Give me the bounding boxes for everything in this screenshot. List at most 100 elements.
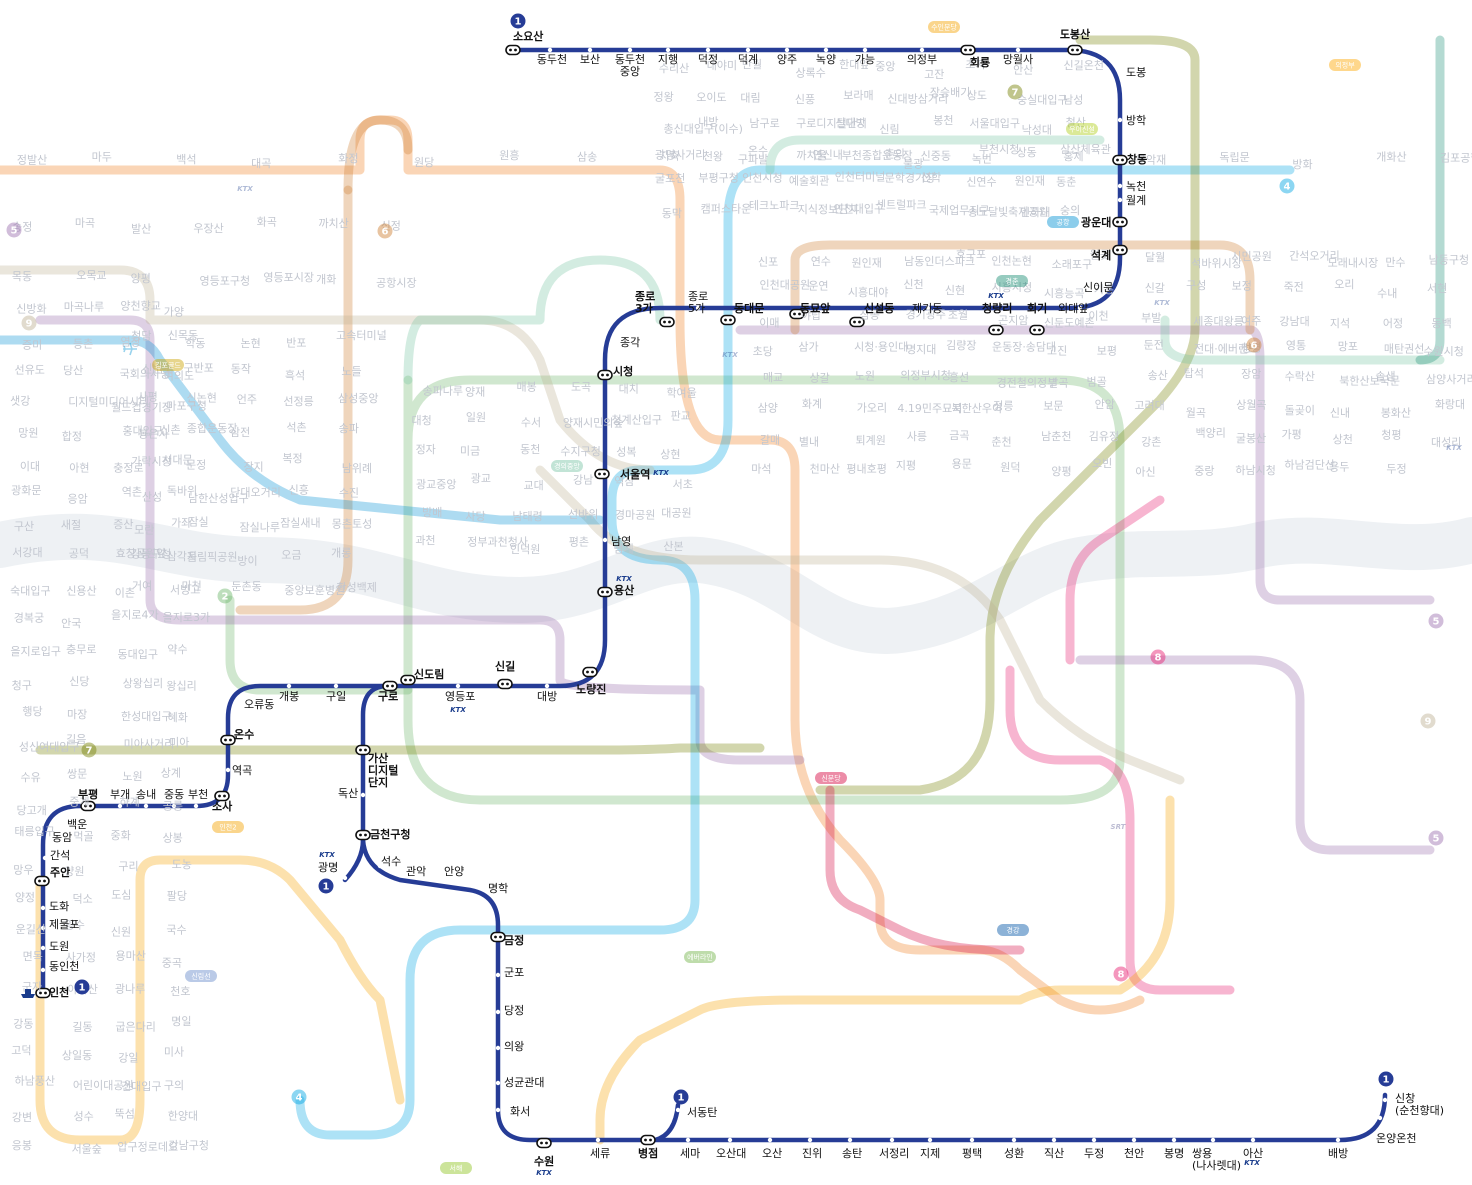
faded-station-label: 흑석	[285, 368, 305, 382]
faded-station-label: 신대방	[835, 116, 865, 129]
faded-station-label: 봉은사	[138, 428, 168, 441]
line-1-segment[interactable]	[342, 683, 391, 883]
line-1-segment[interactable]	[40, 47, 1123, 998]
station-label-part: 중앙	[620, 65, 640, 78]
small-line-badge	[1047, 216, 1079, 228]
station-label-line-1: 외대앞	[1058, 302, 1088, 315]
station-label-part: 오산대	[716, 1147, 746, 1160]
transfer-station-marker	[35, 987, 51, 999]
station-label-line-1: 망월사	[1003, 53, 1033, 66]
faded-station-label: 왕십리	[166, 680, 196, 693]
station-label-part: 역곡	[232, 764, 252, 777]
faded-station-label: 청구	[12, 679, 32, 692]
transfer-dot	[663, 320, 666, 324]
faded-station-label: 삼양사거리	[1426, 373, 1472, 386]
faded-station-label: 평내호평	[846, 462, 886, 475]
faded-station-label: 신풍	[795, 93, 815, 106]
station-label-line-1: 역곡	[232, 764, 252, 777]
faded-station-label: 장승배기	[930, 86, 970, 99]
faded-station-label: 총신대입구(이수)	[664, 123, 743, 136]
faded-station-label: 등촌	[73, 338, 93, 351]
station-label-part: 양주	[777, 53, 797, 66]
faded-station-label: 혜화	[168, 711, 188, 724]
faded-station-label: 오빈	[1092, 457, 1112, 470]
faded-station-label: 야탑	[801, 309, 821, 322]
faded-station-label: 양재	[465, 385, 485, 398]
faded-station-label: 문정	[186, 459, 206, 472]
faded-station-label: 독바위	[167, 485, 197, 498]
station-label-part: 5가	[688, 302, 705, 315]
station-marker	[862, 47, 868, 53]
faded-station-label: 명지대	[906, 343, 936, 356]
faded-station-label: 신용산	[66, 584, 96, 597]
station-marker	[495, 1045, 501, 1051]
station-label-line-1: 송내	[136, 788, 156, 801]
station-label-line-1: 동암	[52, 831, 72, 844]
transfer-dot	[606, 373, 609, 377]
faded-station-label: 강동	[13, 1017, 33, 1030]
faded-station-label: 천왕	[703, 149, 723, 163]
faded-station-label: 사평	[138, 391, 158, 404]
transfer-dot	[514, 48, 517, 52]
faded-station-label: 김포공항	[1440, 151, 1472, 164]
faded-station-label: 홍대입구	[123, 424, 163, 438]
faded-station-label: 신당	[69, 675, 89, 688]
small-line-badge	[440, 1162, 472, 1174]
faded-station-label: 선정릉	[283, 395, 313, 408]
transfer-dot	[964, 48, 967, 52]
faded-station-label: 삼산체육관	[1060, 143, 1111, 156]
station-label-part: 외대앞	[1058, 302, 1088, 315]
faded-station-label: 대치	[619, 382, 639, 395]
faded-station-label: 반월	[742, 58, 762, 71]
station-marker	[767, 1137, 773, 1143]
station-marker	[695, 305, 701, 311]
faded-station-label: 이촌	[115, 586, 135, 599]
faded-station-label: 북한산보국문	[1339, 375, 1400, 388]
small-line-badge	[212, 821, 244, 833]
faded-station-label: 내방	[698, 116, 718, 129]
station-marker	[377, 863, 383, 869]
faded-station-label: 선학	[921, 171, 941, 184]
faded-station-label: 증미	[22, 339, 42, 352]
station-label-part: 아산	[1243, 1147, 1263, 1160]
station-label-line-1: 도원	[49, 940, 69, 953]
line-1-segment[interactable]	[652, 1102, 681, 1143]
line-badges: 1111124455566778899김포골드경의중앙공항신분당경춘우이신설경강…	[6, 13, 1444, 1174]
station-marker	[455, 683, 461, 689]
faded-station-label: 청담	[131, 329, 151, 342]
station-label-line-1: 창동	[1127, 152, 1147, 166]
faded-route-suin	[595, 795, 1175, 1145]
ktx-marker: KTX	[1154, 299, 1170, 307]
faded-station-label: 초당	[753, 345, 773, 358]
station-label-line-1: 오산대	[716, 1147, 746, 1160]
faded-station-label: 성수	[73, 1110, 93, 1123]
station-label-part: 세마	[680, 1147, 700, 1160]
faded-station-label: 보문	[1043, 399, 1063, 412]
station-marker	[784, 47, 790, 53]
station-label-part: 구로	[378, 690, 398, 703]
faded-station-label: 신대방삼거리	[887, 93, 948, 106]
station-label-part: 봉명	[1164, 1147, 1184, 1160]
transfer-dot	[793, 312, 796, 316]
transfer-dot	[798, 312, 801, 316]
transfer-dot	[1121, 220, 1124, 224]
faded-station-label: 중계	[69, 796, 89, 809]
faded-station-label: 신내	[1330, 407, 1350, 420]
faded-station-label: 오목교	[76, 269, 106, 282]
faded-station-label: 화랑대	[1435, 398, 1465, 411]
station-label-line-1: 간석	[50, 849, 70, 862]
faded-station-label: 죽전	[1284, 280, 1304, 293]
faded-station-label: 공덕	[69, 547, 89, 560]
faded-station-label: 대림	[740, 92, 760, 105]
faded-station-label: 테크노파크	[749, 199, 800, 212]
station-label-part: 의왕	[504, 1040, 524, 1053]
faded-station-label: 남춘천	[1041, 429, 1071, 443]
faded-station-label: 신현	[945, 284, 965, 297]
faded-station-label: 여의도	[164, 370, 194, 383]
faded-route-line7	[35, 743, 765, 755]
faded-station-label: 수원시청	[1423, 345, 1463, 358]
faded-station-label: 신논현	[186, 392, 216, 405]
station-label-part: 광명	[318, 861, 338, 874]
line-badge-number: 1	[323, 882, 330, 893]
